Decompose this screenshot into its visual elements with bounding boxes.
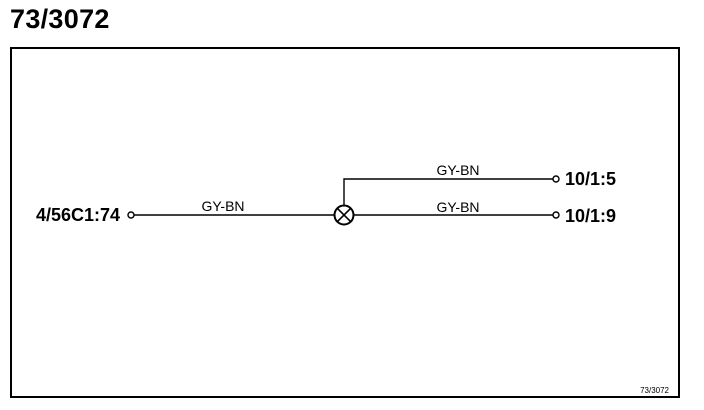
source-terminal-label: 4/56C1:74 [36,205,120,225]
diagram-frame [10,47,680,398]
dest-upper-label: 10/1:5 [565,169,616,189]
wire-upper [343,178,553,205]
page-title: 73/3072 [10,4,110,34]
terminal-dest-upper[interactable] [552,175,560,183]
wire-main-label: GY-BN [201,198,244,214]
terminal-source[interactable] [127,211,135,219]
terminal-dest-lower[interactable] [552,211,560,219]
wire-upper-label: GY-BN [436,162,479,178]
splice-icon[interactable] [333,204,355,226]
diagram-reference: 73/3072 [640,386,669,395]
wire-lower-label: GY-BN [436,199,479,215]
dest-lower-label: 10/1:9 [565,206,616,226]
